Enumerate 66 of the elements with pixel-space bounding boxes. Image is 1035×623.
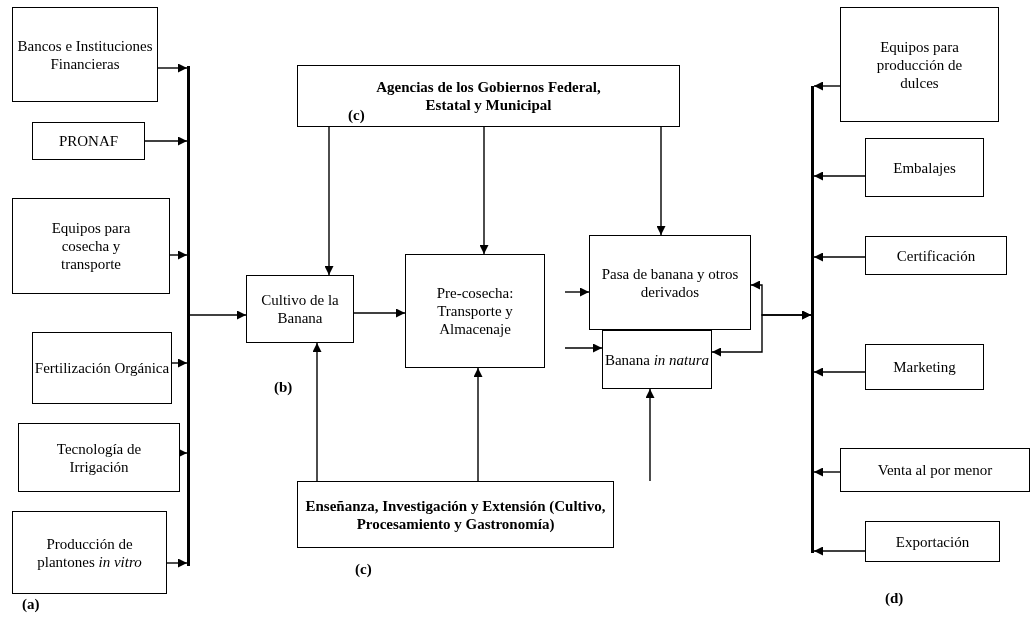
panel-letter: (c) <box>348 106 365 124</box>
arrow <box>656 126 666 236</box>
arrow <box>473 367 483 482</box>
box-label: Tecnología de Irrigación <box>55 439 143 476</box>
box-label: PRONAF <box>58 132 119 150</box>
arrow <box>189 310 247 320</box>
box-label: Embalajes <box>893 158 956 177</box>
arrow <box>353 308 406 318</box>
box-label: Bancos e Instituciones Financieras <box>16 36 154 73</box>
process-box <box>865 236 1007 275</box>
box-label: Banana in natura <box>604 350 710 369</box>
arrow <box>157 63 188 73</box>
box-label: Marketing <box>893 358 956 376</box>
box-label: Equipos para producción de dulces <box>875 37 964 92</box>
arrow <box>813 467 841 477</box>
arrow <box>645 388 655 482</box>
box-label: Agencias de los Gobiernos Federal, Estatal y Municipal <box>375 78 602 114</box>
process-box <box>840 7 999 122</box>
panel-letter: (c) <box>355 561 372 578</box>
process-box <box>246 275 354 343</box>
arrow <box>178 448 188 458</box>
process-box <box>297 481 614 548</box>
bus-bar <box>811 86 814 553</box>
panel-letter: (d) <box>885 590 904 607</box>
process-box <box>18 423 180 492</box>
box-label: Pasa de banana y otros derivados <box>600 264 740 301</box>
box-label: Enseñanza, Investigación y Extensión (Cultivo, Procesamiento y Gastronomía) <box>304 496 607 533</box>
arrow <box>564 343 603 353</box>
arrow <box>711 310 812 357</box>
panel-letter: (a) <box>22 596 40 613</box>
arrow <box>312 342 322 482</box>
box-label: Certificación <box>896 246 976 265</box>
arrow <box>479 126 489 255</box>
arrow <box>813 252 866 262</box>
box-label: Cultivo de la Banana <box>260 291 340 327</box>
process-box <box>865 521 1000 562</box>
process-box <box>589 235 751 330</box>
arrow <box>144 136 188 146</box>
arrow <box>564 287 590 297</box>
arrow <box>171 358 188 368</box>
arrow <box>169 250 188 260</box>
arrow <box>813 81 841 91</box>
arrow <box>813 171 866 181</box>
box-label: Venta al por menor <box>877 461 993 479</box>
arrow <box>813 367 866 377</box>
process-box <box>32 122 145 160</box>
box-label: Producción de plantones in vitro <box>36 534 143 571</box>
process-box <box>840 448 1030 492</box>
process-box <box>12 198 170 294</box>
box-label: Fertilización Orgánica <box>34 359 170 377</box>
panel-letter: (b) <box>274 379 293 396</box>
arrow <box>324 126 334 276</box>
bus-bar <box>187 66 190 566</box>
box-label: Exportación <box>895 532 970 551</box>
process-box <box>297 65 680 127</box>
box-label: Pre-cosecha: Transporte y Almacenaje <box>435 284 515 338</box>
process-box <box>32 332 172 404</box>
arrow <box>166 558 188 568</box>
process-box <box>865 344 984 390</box>
box-label: Equipos para cosecha y transporte <box>50 219 132 273</box>
arrow <box>813 546 866 556</box>
process-box <box>602 330 712 389</box>
process-box <box>865 138 984 197</box>
process-box <box>12 511 167 594</box>
process-box <box>12 7 158 102</box>
process-box <box>405 254 545 368</box>
